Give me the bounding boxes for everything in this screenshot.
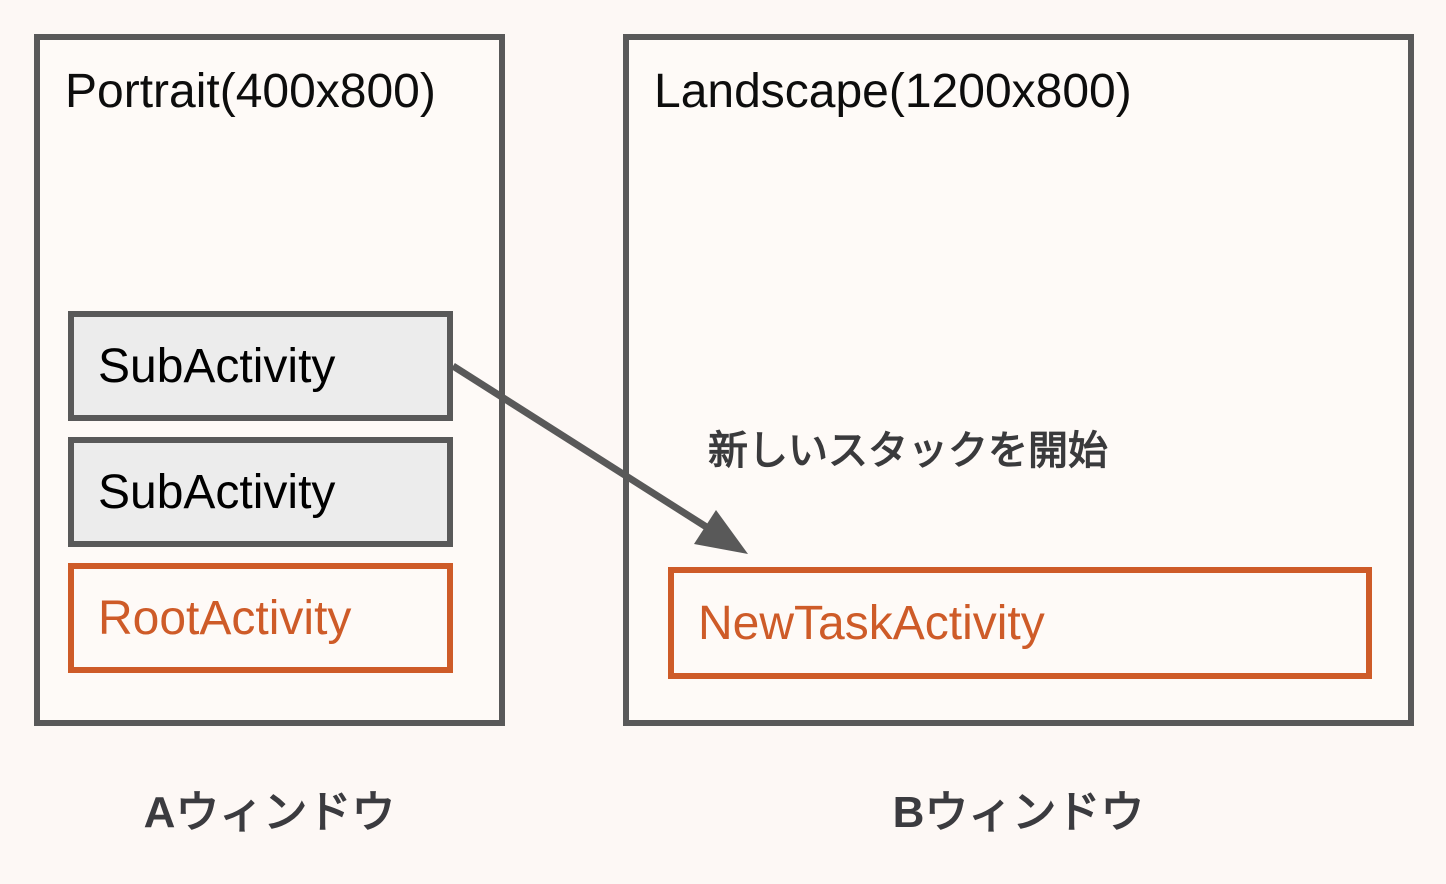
window-b-frame: Landscape(1200x800) 新しいスタックを開始 NewTaskAc… — [623, 34, 1414, 726]
new-task-activity-box: NewTaskActivity — [668, 567, 1372, 679]
sub-activity-box-top: SubActivity — [68, 311, 453, 421]
sub-activity-label: SubActivity — [98, 465, 336, 519]
sub-activity-box-middle: SubActivity — [68, 437, 453, 547]
new-stack-annotation: 新しいスタックを開始 — [708, 429, 1108, 473]
window-a-title: Portrait(400x800) — [65, 65, 436, 118]
root-activity-label: RootActivity — [98, 591, 352, 645]
new-task-activity-label: NewTaskActivity — [698, 596, 1045, 650]
root-activity-box: RootActivity — [68, 563, 453, 673]
sub-activity-label: SubActivity — [98, 339, 336, 393]
window-a-frame: Portrait(400x800) SubActivity SubActivit… — [34, 34, 505, 726]
window-b-title: Landscape(1200x800) — [654, 65, 1132, 118]
window-a-caption: Aウィンドウ — [143, 788, 396, 837]
window-b-caption: Bウィンドウ — [892, 788, 1145, 837]
